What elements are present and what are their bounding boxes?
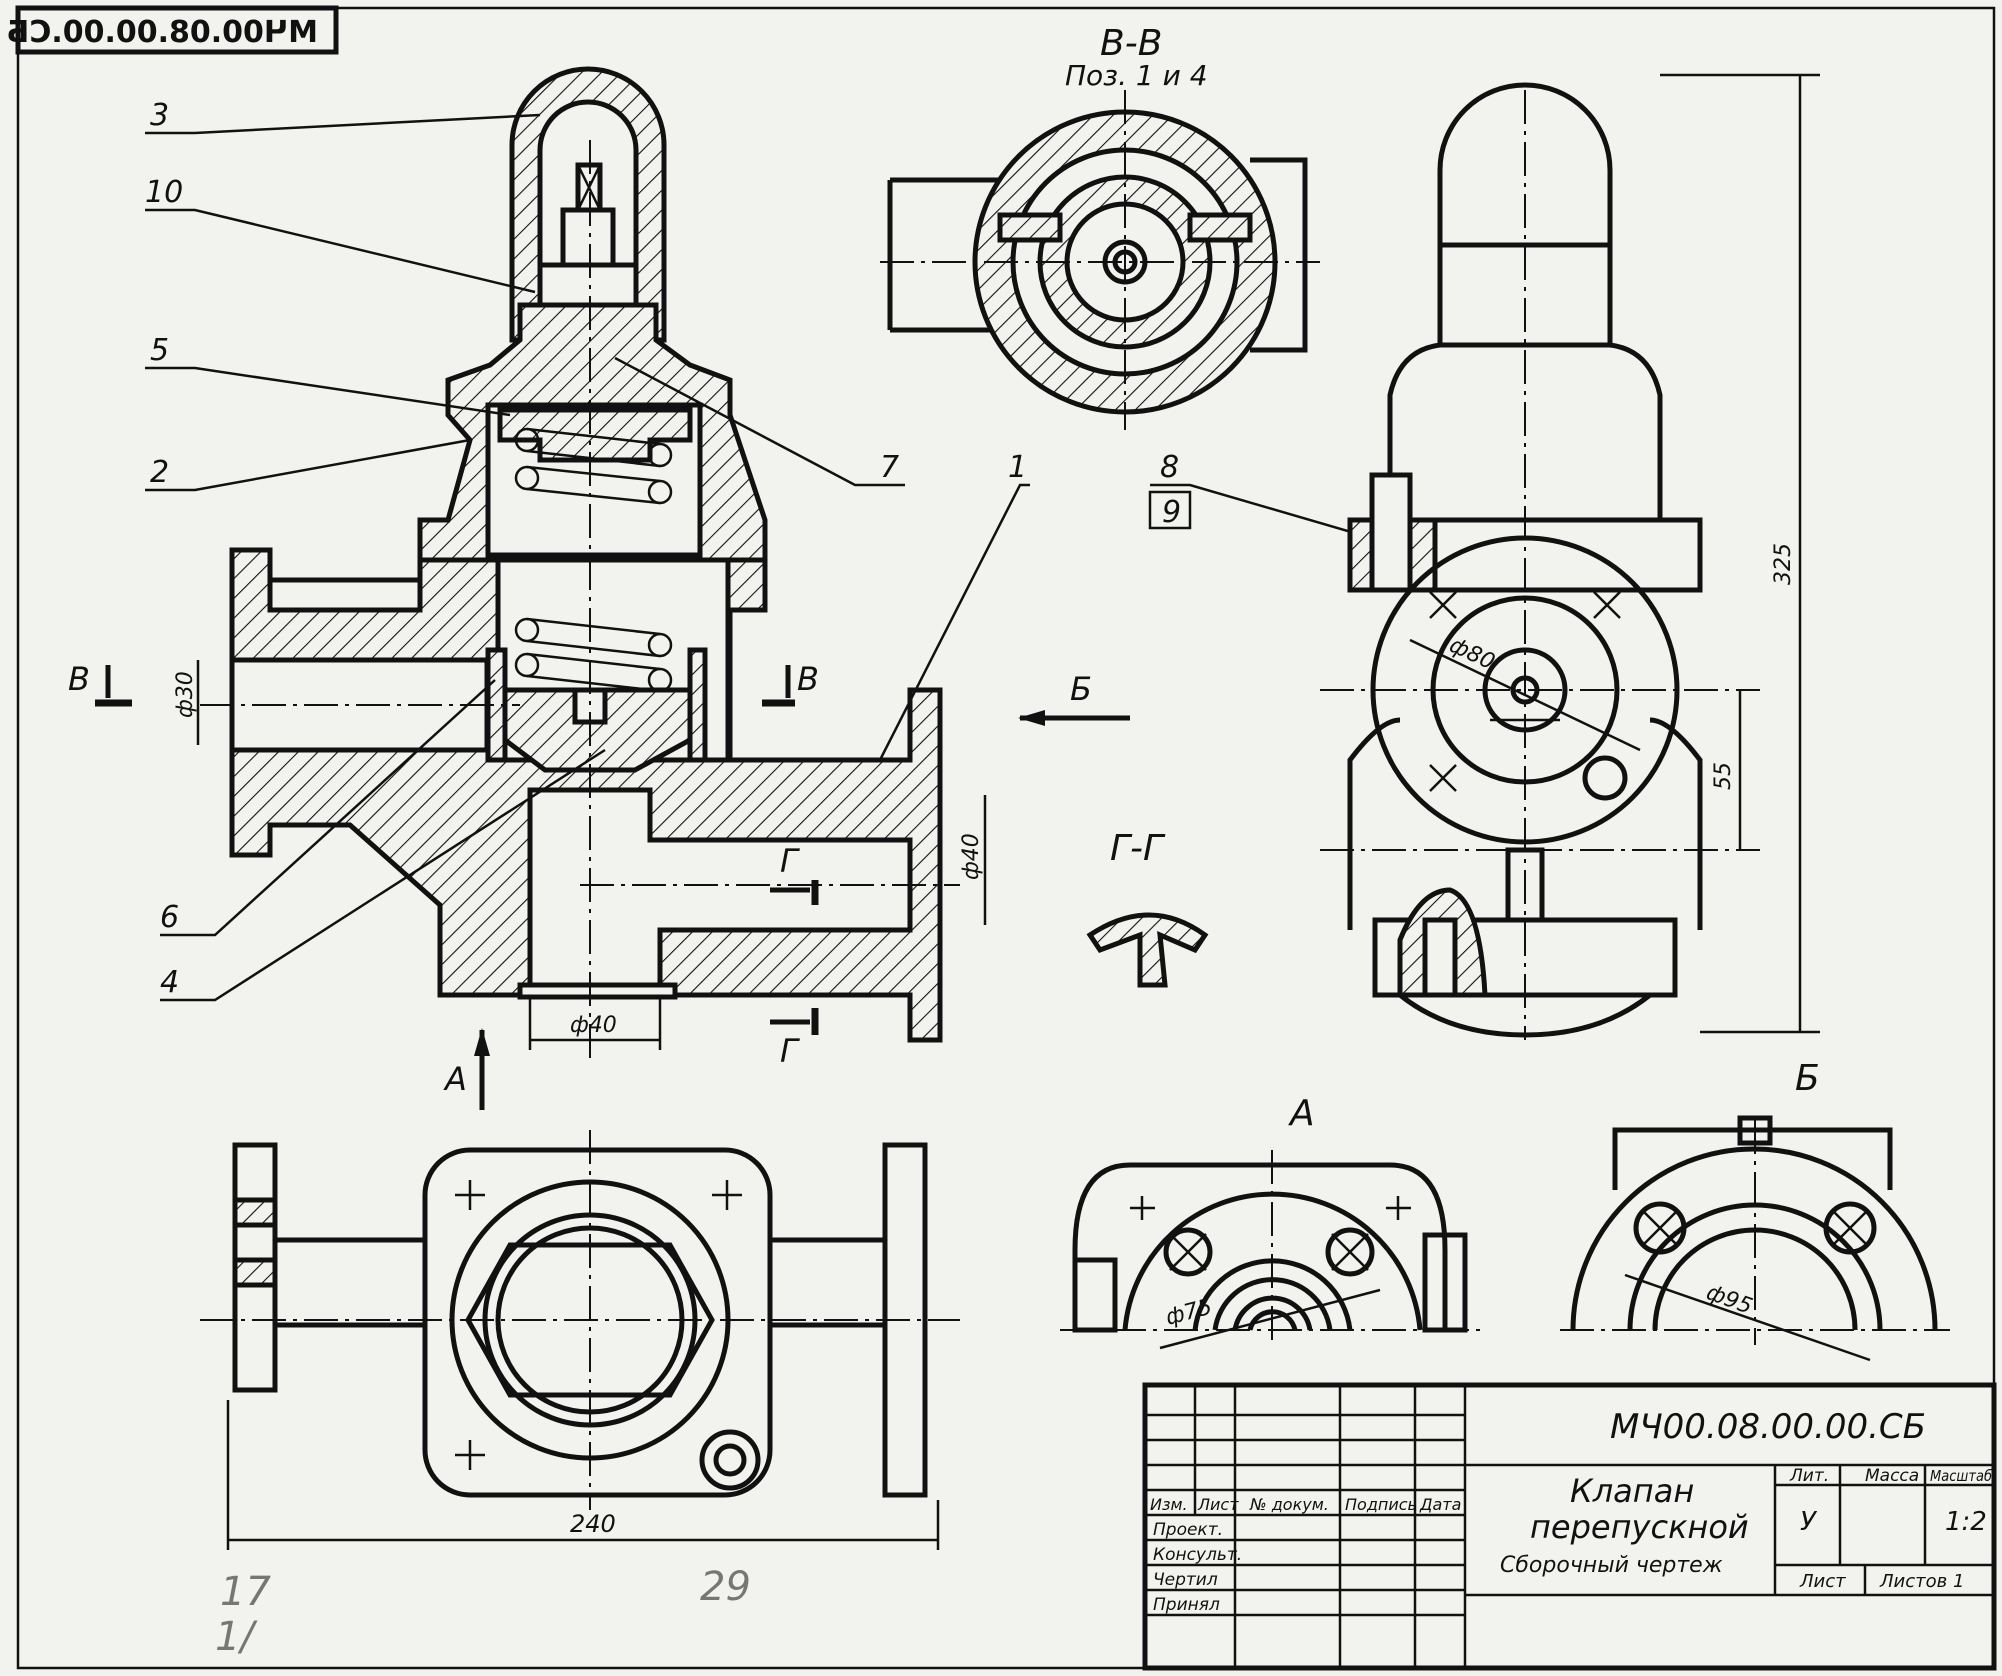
tb-designation: МЧ00.08.00.00.СБ <box>1610 1407 1926 1447</box>
mark-V-right: В <box>797 660 819 698</box>
tb-role-project: Проект. <box>1153 1520 1223 1540</box>
section-VV-view: В-В Поз. 1 и 4 <box>880 23 1320 430</box>
dim-w240: 240 <box>570 1510 616 1538</box>
mirrored-code-stamp: МЧ00.08.00.00.СБ <box>6 5 339 55</box>
tb-lit-value: У <box>1800 1507 1818 1537</box>
part-label-10: 10 <box>145 175 183 210</box>
tb-name-line2: перепускной <box>1530 1508 1749 1546</box>
section-GG-view: Г-Г <box>1086 828 1209 988</box>
part-label-8: 8 <box>1160 450 1179 485</box>
part-label-9: 9 <box>1162 495 1181 530</box>
tb-col-sign: Подпись <box>1345 1495 1417 1514</box>
spring-coils-upper <box>514 427 673 505</box>
tb-scale-header: Масштаб <box>1930 1467 1992 1485</box>
part-label-5: 5 <box>150 333 169 368</box>
mark-V-left: В <box>68 660 90 698</box>
tb-col-date: Дата <box>1419 1495 1461 1514</box>
bottom-plan-view: 240 <box>200 1130 960 1550</box>
dim-d30: ф30 <box>173 671 198 718</box>
bottom-plug <box>517 982 678 1000</box>
section-GG-title: Г-Г <box>1110 828 1166 869</box>
tb-role-approved: Принял <box>1153 1595 1220 1615</box>
side-view: 325 55 ф80 <box>1320 73 1820 1040</box>
section-VV-title: В-В <box>1100 23 1162 64</box>
handwritten-notes: 17 29 1/ <box>215 1564 751 1660</box>
side-cap <box>1437 82 1613 345</box>
part-label-6: 6 <box>160 900 179 935</box>
main-view-dimensions: ф30 ф40 ф40 <box>173 660 987 1050</box>
tb-lit-header: Лит. <box>1789 1466 1829 1486</box>
tb-mass-header: Масса <box>1865 1466 1919 1486</box>
mark-G-bottom: Г <box>780 1032 800 1070</box>
dim-d40-bottom: ф40 <box>570 1013 617 1038</box>
part-label-7: 7 <box>880 450 899 485</box>
handwritten-29: 29 <box>700 1564 751 1610</box>
tb-name-line1: Клапан <box>1570 1472 1694 1510</box>
tb-scale-value: 1:2 <box>1945 1507 1987 1537</box>
dim-h325: 325 <box>1771 543 1796 585</box>
part-label-2: 2 <box>150 455 169 490</box>
view-B-title: Б <box>1795 1058 1820 1099</box>
tb-sheets-label: Листов 1 <box>1879 1571 1964 1592</box>
tb-role-consult: Консульт. <box>1153 1545 1242 1565</box>
view-A-title: А <box>1288 1093 1315 1134</box>
section-GG-profile <box>1086 912 1209 988</box>
tb-sheet-label: Лист <box>1799 1571 1846 1592</box>
seat-part-6 <box>485 647 508 763</box>
tb-col-doc: № докум. <box>1249 1495 1329 1514</box>
section-VV-note: Поз. 1 и 4 <box>1065 59 1208 92</box>
mark-G-top: Г <box>780 842 800 880</box>
part-label-1: 1 <box>1008 450 1027 485</box>
title-block: МЧ00.08.00.00.СБ Клапан перепускной Сбор… <box>1142 1382 1997 1671</box>
mirrored-code-text: МЧ00.08.00.00.СБ <box>6 15 318 50</box>
view-A: А ф75 <box>1060 1093 1480 1350</box>
lock-nut-part-10 <box>537 262 639 308</box>
part-number-leaders: 3 10 5 2 7 1 8 9 6 4 <box>145 98 1431 1002</box>
tb-col-izm: Изм. <box>1150 1495 1188 1514</box>
view-A-arrow-label: А <box>443 1060 467 1098</box>
view-B-arrow-label: Б <box>1070 670 1092 708</box>
main-section-view <box>200 66 960 1060</box>
handwritten-1: 1/ <box>215 1614 258 1660</box>
dim-d95: ф95 <box>1703 1280 1756 1320</box>
part-label-4: 4 <box>160 965 179 1000</box>
section-marks: В В Б Г Г А <box>68 660 1130 1110</box>
part-label-3: 3 <box>150 98 169 133</box>
handwritten-17: 17 <box>220 1569 271 1615</box>
tb-role-drawn: Чертил <box>1153 1570 1218 1590</box>
tb-col-list: Лист <box>1197 1495 1239 1514</box>
dim-h55: 55 <box>1711 762 1736 790</box>
dim-d40-outlet: ф40 <box>959 833 984 880</box>
view-B: Б ф95 <box>1560 1058 1950 1362</box>
sheet-frame <box>16 6 1996 1670</box>
dim-d75: ф75 <box>1163 1295 1215 1331</box>
tb-doc-type: Сборочный чертеж <box>1500 1553 1723 1578</box>
